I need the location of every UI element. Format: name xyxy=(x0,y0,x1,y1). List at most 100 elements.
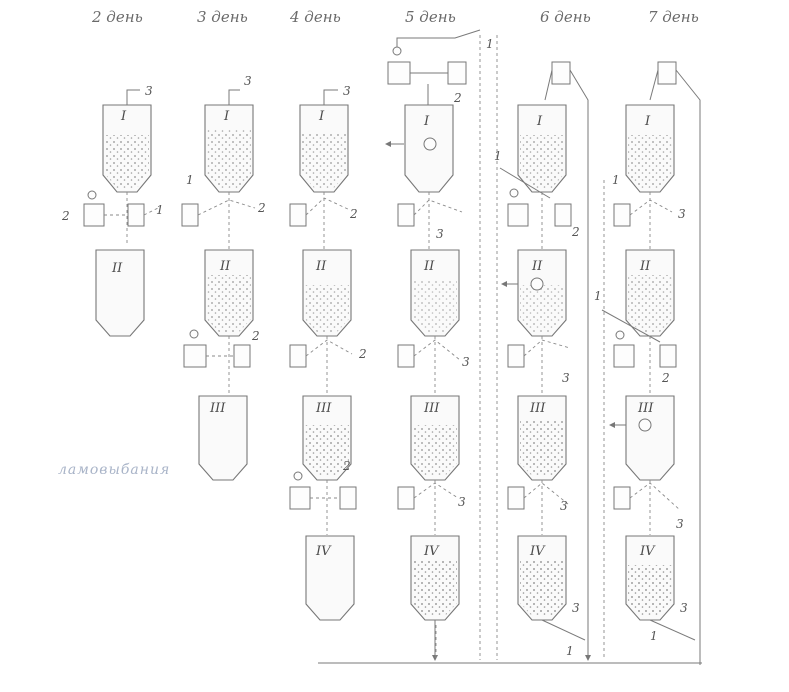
column-day-3: I 3 2 1 II 2 III xyxy=(181,74,266,481)
vessel-label: IV xyxy=(315,544,332,559)
vessel-label: III xyxy=(637,401,654,416)
vessel-label: III xyxy=(423,401,440,416)
reagent-box xyxy=(83,203,105,227)
vessel-label: II xyxy=(111,261,123,276)
column-day-2: I 3 2 1 II xyxy=(61,84,164,337)
valve-icon xyxy=(530,277,544,291)
vessel-label: I xyxy=(120,109,127,124)
number-label: 2 xyxy=(349,207,358,221)
reagent-box xyxy=(659,344,677,368)
vessel-label: I xyxy=(536,114,543,129)
number-label: 1 xyxy=(612,173,620,187)
vessel-label: II xyxy=(219,259,231,274)
reagent-box xyxy=(181,203,199,227)
vessel-label: III xyxy=(315,401,332,416)
reagent-box xyxy=(233,344,251,368)
number-label: 3 xyxy=(560,499,568,513)
number-label: 2 xyxy=(571,225,580,239)
gauge-icon xyxy=(293,471,303,481)
number-label: 2 xyxy=(257,201,266,215)
number-label: 1 xyxy=(486,37,494,51)
vessel-label: IV xyxy=(423,544,440,559)
reagent-box xyxy=(183,344,207,368)
reagent-box xyxy=(339,486,357,510)
reagent-box xyxy=(397,203,415,227)
number-label: 1 xyxy=(494,149,502,163)
reagent-box xyxy=(387,61,411,85)
number-label: 1 xyxy=(186,173,194,187)
vessel-label: II xyxy=(639,259,651,274)
vessel xyxy=(95,249,145,337)
number-label: 3 xyxy=(436,227,444,241)
day-header: 7 день xyxy=(648,8,699,26)
gauge-icon xyxy=(392,46,402,56)
vessel-label: II xyxy=(531,259,543,274)
reagent-box xyxy=(447,61,467,85)
day-header: 3 день xyxy=(197,8,248,26)
reagent-box xyxy=(127,203,145,227)
number-label: 3 xyxy=(680,601,688,615)
day-header: 6 день xyxy=(540,8,591,26)
number-label: 3 xyxy=(244,74,252,88)
day-header: 5 день xyxy=(405,8,456,26)
number-label: 2 xyxy=(251,329,260,343)
number-label: 2 xyxy=(61,209,70,223)
column-day-7: I 3 1 II 1 2 III 3 IV 3 1 xyxy=(594,61,701,665)
vessel xyxy=(625,395,675,481)
number-label: 1 xyxy=(156,203,164,217)
reagent-box xyxy=(554,203,572,227)
reagent-box xyxy=(613,203,631,227)
number-label: 3 xyxy=(462,355,470,369)
gauge-icon xyxy=(189,329,199,339)
column-day-4: I 3 2 II 2 III 2 IV xyxy=(289,84,367,621)
vessel-label: I xyxy=(223,109,230,124)
reagent-box xyxy=(289,344,307,368)
day-header: 4 день xyxy=(289,8,341,26)
column-day-5: 2 I 3 II 3 III 3 IV 1 xyxy=(385,29,498,661)
number-label: 3 xyxy=(676,517,684,531)
valve-icon xyxy=(423,137,437,151)
gauge-icon xyxy=(615,330,625,340)
reagent-box xyxy=(613,344,635,368)
reagent-box xyxy=(507,486,525,510)
number-label: 3 xyxy=(145,84,153,98)
number-label: 3 xyxy=(678,207,686,221)
vessel-label: I xyxy=(423,114,430,129)
day-headers: 2 день 3 день 4 день 5 день 6 день 7 ден… xyxy=(91,8,699,26)
vessel-label: IV xyxy=(529,544,546,559)
number-label: 2 xyxy=(358,347,367,361)
reagent-box xyxy=(613,486,631,510)
vessel-label: III xyxy=(209,401,226,416)
vessel xyxy=(198,395,248,481)
gauge-icon xyxy=(87,190,97,200)
gauge-icon xyxy=(509,188,519,198)
reagent-box xyxy=(289,486,311,510)
number-label: 3 xyxy=(458,495,466,509)
reagent-box xyxy=(657,61,677,85)
reagent-box xyxy=(507,203,529,227)
reagent-box xyxy=(397,486,415,510)
number-label: 2 xyxy=(342,459,351,473)
number-label: 3 xyxy=(562,371,570,385)
reagent-box xyxy=(397,344,415,368)
number-label: 1 xyxy=(566,644,574,658)
number-label: 3 xyxy=(572,601,580,615)
number-label: 2 xyxy=(661,371,670,385)
column-day-6: I 1 2 II 3 III 3 IV 3 1 xyxy=(494,61,605,661)
vessel-label: I xyxy=(644,114,651,129)
number-label: 2 xyxy=(453,91,462,105)
vessel xyxy=(305,535,355,621)
reagent-box xyxy=(289,203,307,227)
number-label: 3 xyxy=(343,84,351,98)
vessel-label: I xyxy=(318,109,325,124)
number-label: 1 xyxy=(650,629,658,643)
reagent-box xyxy=(507,344,525,368)
vessel-label: IV xyxy=(639,544,656,559)
faint-caption: ламовыбания xyxy=(58,462,170,478)
number-label: 1 xyxy=(594,289,602,303)
vessel-label: III xyxy=(529,401,546,416)
vessel-label: II xyxy=(315,259,327,274)
vessel-label: II xyxy=(423,259,435,274)
reagent-box xyxy=(551,61,571,85)
